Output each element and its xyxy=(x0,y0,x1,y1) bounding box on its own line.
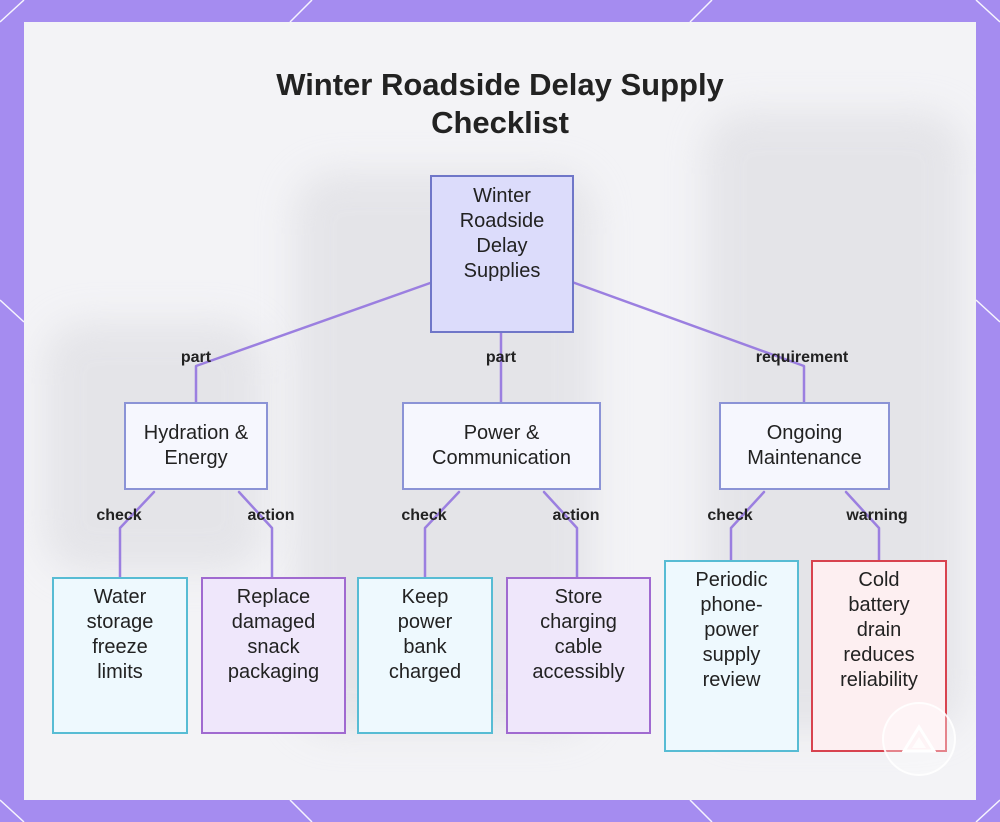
leaf-node-water-storage: Water storage freeze limits xyxy=(52,577,188,734)
leaf-node-charging-cable: Store charging cable accessibly xyxy=(506,577,651,734)
leaf-label: Keep power bank charged xyxy=(388,586,462,683)
edge-power-cable xyxy=(542,490,579,579)
edge-label-action-snack: action xyxy=(247,507,295,524)
leaf-label: Periodic phone-power supply review xyxy=(695,569,768,691)
leaf-label: Store charging cable accessibly xyxy=(532,586,625,683)
edge-root-hydration xyxy=(194,280,435,404)
category-label: Power & Communication xyxy=(432,422,571,469)
category-label: Ongoing Maintenance xyxy=(747,422,862,469)
leaf-node-cold-battery: Cold battery drain reduces reliability xyxy=(811,560,947,752)
leaf-node-power-bank: Keep power bank charged xyxy=(357,577,493,734)
diagram-canvas: Winter Roadside Delay Supply Checklist p… xyxy=(24,22,976,800)
leaf-label: Cold battery drain reduces reliability xyxy=(840,569,918,691)
edge-label-check-review: check xyxy=(707,507,753,524)
edge-root-maintenance xyxy=(570,280,806,404)
category-node-hydration: Hydration & Energy xyxy=(124,402,268,490)
edge-label-check-bank: check xyxy=(401,507,447,524)
diagram-title: Winter Roadside Delay Supply Checklist xyxy=(276,67,724,140)
category-label: Hydration & Energy xyxy=(143,422,249,469)
edge-maint-review xyxy=(729,490,766,562)
category-node-maintenance: Ongoing Maintenance xyxy=(719,402,890,490)
leaf-node-snack-packaging: Replace damaged snack packaging xyxy=(201,577,346,734)
edge-label-action-cable: action xyxy=(552,507,600,524)
edge-label-part-power: part xyxy=(485,349,517,366)
edge-label-warning-battery: warning xyxy=(846,507,908,524)
triangle-logo-icon xyxy=(882,702,956,776)
edge-hydration-snack xyxy=(237,490,274,579)
root-node-label: Winter Roadside Delay Supplies xyxy=(459,185,545,282)
edge-hydration-water xyxy=(118,490,156,579)
edge-label-part-hydration: part xyxy=(180,349,212,366)
edge-power-bank xyxy=(423,490,461,579)
root-node: Winter Roadside Delay Supplies xyxy=(430,175,574,333)
edge-label-check-water: check xyxy=(96,507,142,524)
edges-layer xyxy=(118,280,881,579)
leaf-label: Replace damaged snack packaging xyxy=(227,586,320,683)
edge-maint-battery xyxy=(844,490,881,562)
leaf-label: Water storage freeze limits xyxy=(86,586,154,683)
edge-label-requirement: requirement xyxy=(755,349,849,366)
leaf-node-phone-power-review: Periodic phone-power supply review xyxy=(664,560,799,752)
category-node-power: Power & Communication xyxy=(402,402,601,490)
